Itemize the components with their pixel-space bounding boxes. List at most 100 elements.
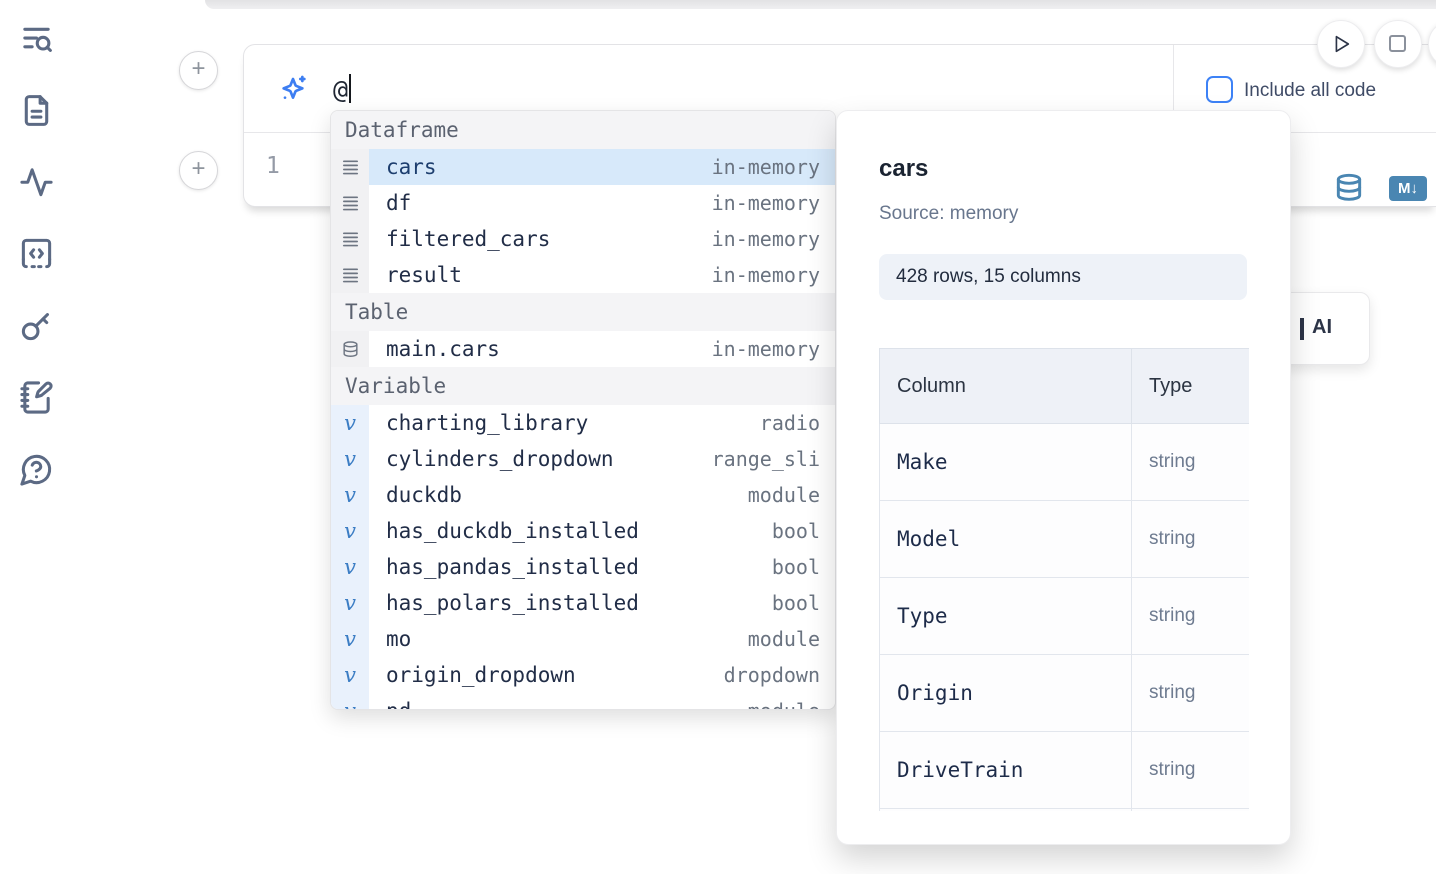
include-all-code-label: Include all code — [1244, 80, 1377, 101]
left-sidebar — [0, 0, 72, 874]
variable-icon: v — [331, 621, 369, 657]
autocomplete-item[interactable]: v pd module — [331, 693, 835, 709]
variable-icon: v — [331, 549, 369, 585]
autocomplete-item-main: df in-memory — [369, 185, 835, 221]
rows-icon — [331, 257, 369, 293]
autocomplete-item-main: has_polars_installed bool — [369, 585, 835, 621]
add-cell-button-bottom[interactable]: + — [179, 151, 218, 190]
completion-type: module — [747, 627, 820, 651]
include-all-code-checkbox[interactable] — [1206, 76, 1233, 103]
ai-button-label: AI — [1312, 316, 1332, 338]
completion-name: pd — [386, 699, 411, 709]
variable-icon: v — [331, 693, 369, 709]
autocomplete-item-main: has_duckdb_installed bool — [369, 513, 835, 549]
rows-icon — [331, 185, 369, 221]
markdown-icon[interactable]: M↓ — [1389, 176, 1427, 201]
key-icon[interactable] — [19, 308, 54, 343]
variable-icon: v — [331, 441, 369, 477]
completion-type: range_sli — [711, 447, 820, 471]
text-search-icon[interactable] — [19, 22, 54, 57]
variable-icon: v — [331, 405, 369, 441]
database-icon[interactable] — [1333, 172, 1365, 204]
activity-icon[interactable] — [19, 164, 54, 199]
dataframe-preview-panel: cars Source: memory 428 rows, 15 columns… — [836, 110, 1291, 845]
completion-name: has_polars_installed — [386, 591, 639, 615]
autocomplete-item-main: duckdb module — [369, 477, 835, 513]
autocomplete-item[interactable]: main.cars in-memory — [331, 331, 835, 367]
database-icon — [331, 331, 369, 367]
completion-name: has_duckdb_installed — [386, 519, 639, 543]
variable-icon: v — [331, 657, 369, 693]
column-name-cell: Type — [879, 577, 1132, 655]
completion-type: module — [747, 483, 820, 507]
autocomplete-item[interactable]: v cylinders_dropdown range_sli — [331, 441, 835, 477]
column-type-cell: string — [1131, 731, 1249, 809]
completion-type: bool — [771, 591, 820, 615]
completion-type: radio — [759, 411, 820, 435]
completion-type: dropdown — [723, 663, 820, 687]
text-cursor — [349, 74, 352, 103]
line-number: 1 — [266, 153, 280, 179]
variable-icon: v — [331, 513, 369, 549]
completion-type: module — [748, 699, 820, 709]
completion-name: result — [386, 263, 462, 287]
help-chat-icon[interactable] — [19, 452, 54, 487]
code-snippets-icon[interactable] — [19, 236, 54, 271]
column-type-cell: string — [1131, 423, 1249, 501]
completion-type: in-memory — [711, 227, 820, 251]
table-row-clipped — [879, 808, 1249, 811]
completion-name: duckdb — [386, 483, 462, 507]
autocomplete-item[interactable]: v has_polars_installed bool — [331, 585, 835, 621]
stop-button[interactable] — [1374, 20, 1422, 68]
autocomplete-item-main: pd module — [369, 693, 835, 709]
column-name-cell: Model — [879, 500, 1132, 578]
autocomplete-item[interactable]: df in-memory — [331, 185, 835, 221]
autocomplete-section-header: Table — [331, 293, 835, 331]
autocomplete-item-main: has_pandas_installed bool — [369, 549, 835, 585]
preview-shape-badge: 428 rows, 15 columns — [879, 254, 1247, 300]
autocomplete-item[interactable]: v has_pandas_installed bool — [331, 549, 835, 585]
column-name-cell: DriveTrain — [879, 731, 1132, 809]
autocomplete-section-header: Variable — [331, 367, 835, 405]
run-button[interactable] — [1317, 20, 1365, 68]
variable-icon: v — [331, 477, 369, 513]
completion-type: bool — [771, 519, 820, 543]
completion-name: cylinders_dropdown — [386, 447, 614, 471]
completion-type: bool — [771, 555, 820, 579]
column-type-cell: string — [1131, 577, 1249, 655]
column-type-cell: string — [1131, 654, 1249, 732]
completion-name: main.cars — [386, 337, 500, 361]
sparkles-icon — [277, 73, 309, 105]
column-name-cell: Make — [879, 423, 1132, 501]
ai-prompt-input[interactable]: @ — [333, 74, 352, 104]
notebook-pen-icon[interactable] — [19, 380, 54, 415]
variable-icon: v — [331, 585, 369, 621]
completion-name: has_pandas_installed — [386, 555, 639, 579]
play-icon — [1335, 35, 1350, 53]
autocomplete-item[interactable]: v has_duckdb_installed bool — [331, 513, 835, 549]
completion-name: df — [386, 191, 412, 215]
completion-name: mo — [386, 627, 412, 651]
rows-icon — [331, 149, 369, 185]
completion-type: in-memory — [711, 191, 820, 215]
completion-type: in-memory — [711, 337, 820, 361]
completion-name: charting_library — [386, 411, 589, 435]
autocomplete-item[interactable]: v charting_library radio — [331, 405, 835, 441]
table-header-type: Type — [1131, 348, 1249, 424]
add-cell-button-top[interactable]: + — [179, 51, 218, 90]
rows-icon — [331, 221, 369, 257]
file-text-icon[interactable] — [19, 93, 54, 128]
